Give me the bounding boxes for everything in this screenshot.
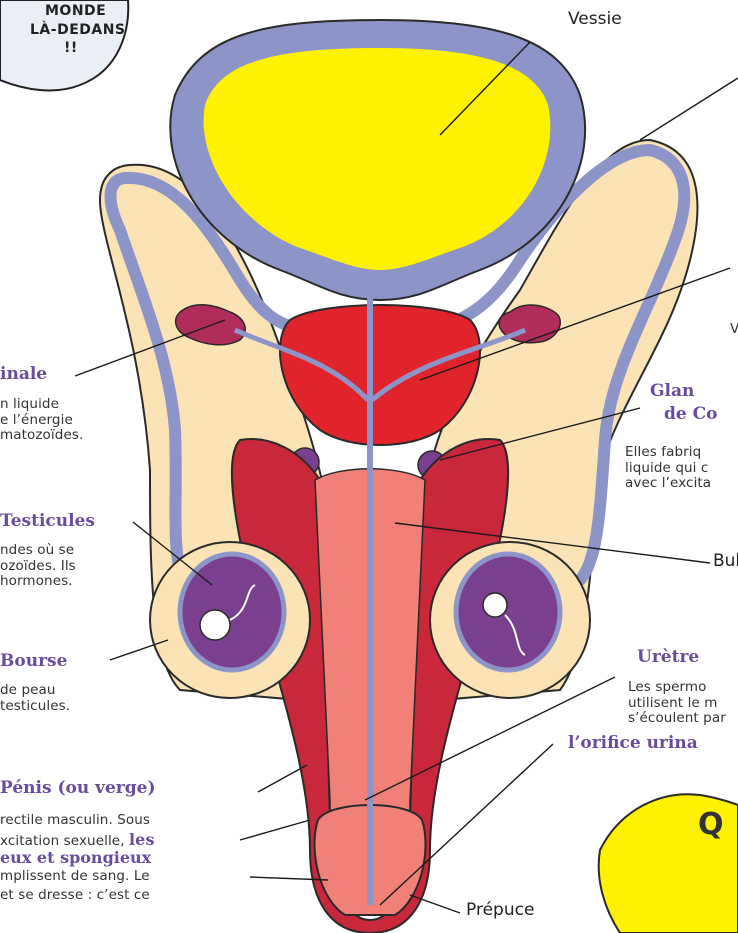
testicules-text: ndes où se ozoïdes. Ils hormones. xyxy=(0,543,76,590)
bubble-line-1: MONDE xyxy=(45,3,106,19)
penis-text-5: et se dresse : c’est ce xyxy=(0,888,150,904)
vesicule-title: inale xyxy=(0,365,47,385)
penis-title: Pénis (ou verge) xyxy=(0,779,156,799)
penis-text-2: xcitation sexuelle, les xyxy=(0,831,155,850)
label-bul: Bul xyxy=(713,552,738,572)
label-vessie: Vessie xyxy=(568,10,622,30)
vesicule-text: n liquide e l’énergie matozoïdes. xyxy=(0,397,83,444)
orifice-title: l’orifice urina xyxy=(568,734,698,754)
stray-letter-q: Q xyxy=(698,808,724,843)
penis-text-4: mplissent de sang. Le xyxy=(0,869,150,885)
label-prepuce: Prépuce xyxy=(466,901,534,921)
right-sperm-character xyxy=(483,593,507,617)
uretre-text: Les spermo utilisent le m s’écoulent par xyxy=(628,680,726,727)
bourse-text: de peau testicules. xyxy=(0,683,70,714)
glandes-title-2: de Co xyxy=(664,405,718,425)
left-sperm-character xyxy=(200,610,230,640)
glandes-title-1: Glan xyxy=(650,382,694,402)
glandes-text: Elles fabriq liquide qui c avec l’excita xyxy=(625,445,711,492)
bourse-title: Bourse xyxy=(0,652,67,672)
penis-text-2a: xcitation sexuelle, xyxy=(0,833,129,849)
leader-corps-1 xyxy=(240,820,310,840)
right-testicle xyxy=(456,554,560,670)
penis-text-3: eux et spongieux xyxy=(0,849,151,867)
leader-penis xyxy=(258,765,307,792)
testicules-title: Testicules xyxy=(0,512,95,532)
uretre-title: Urètre xyxy=(637,648,699,668)
stray-letter-v: V xyxy=(730,322,738,338)
bubble-line-2: LÀ-DEDANS xyxy=(30,22,126,38)
leader-top-right xyxy=(640,78,738,140)
penis-text-1: rectile masculin. Sous xyxy=(0,813,150,829)
penis-text-2b: les xyxy=(129,830,155,849)
bubble-mark: !! xyxy=(64,40,78,56)
